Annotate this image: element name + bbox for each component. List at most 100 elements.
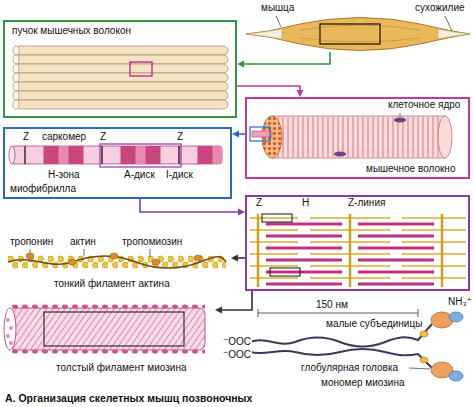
myofibril-drawing	[9, 144, 222, 167]
tendon	[438, 29, 470, 39]
node-text: A-диск	[123, 169, 156, 181]
myosin-filament-drawing	[10, 308, 205, 350]
fiber-bundle-drawing	[13, 82, 19, 91]
fiber-bundle-drawing	[16, 64, 228, 73]
connector-arrow	[237, 86, 304, 97]
leader-line	[30, 249, 150, 257]
connector-arrow	[232, 131, 245, 138]
zoom-frame	[100, 144, 181, 167]
fiber-bundle-drawing	[13, 46, 228, 109]
light-chain	[420, 331, 428, 337]
fiber-bundle-drawing	[16, 55, 228, 64]
muscle-fiber-drawing	[272, 116, 445, 158]
myosin-filament-drawing	[4, 308, 16, 350]
connector-line	[220, 291, 252, 310]
z-line	[258, 214, 442, 287]
fiber-bundle-drawing	[16, 91, 228, 100]
fiber-bundle-drawing	[16, 46, 228, 55]
arrow-head	[215, 307, 222, 314]
leader-line	[400, 113, 401, 117]
node-text: толстый филамент миозина	[55, 362, 187, 374]
node-text: Z	[99, 131, 107, 143]
node-text: Z	[176, 131, 184, 143]
myosin-filament-drawing	[10, 304, 205, 309]
myofibril-box: ZсаркомерZZH-зонаA-дискI-дискмиофибрилла	[3, 127, 232, 199]
myofibril-drawing	[12, 146, 222, 164]
myosin-filament-drawing	[10, 349, 205, 354]
node-text: тропомиозин	[121, 236, 183, 248]
node-text: Z	[22, 131, 30, 143]
troponin	[152, 259, 160, 265]
terminus-label: ⁻OOC	[222, 336, 252, 348]
myosin-filament-drawing	[9, 326, 13, 330]
zoom-frame	[44, 312, 184, 346]
caption: А. Организация скелетных мышц позвоночны…	[4, 392, 253, 404]
fiber-bundle-box: пучок мышечных волокон	[3, 20, 237, 118]
muscle-drawing	[246, 16, 470, 51]
myosin-filament-drawing	[6, 318, 10, 322]
a-band	[198, 146, 223, 164]
troponin	[26, 253, 34, 259]
zoom-frame	[320, 24, 380, 44]
node-text: пучок мышечных волокон	[11, 25, 132, 37]
actin-filament-drawing	[8, 252, 226, 272]
myosin-head	[449, 312, 463, 322]
myosin-filament: толстый филамент миозина	[3, 298, 215, 378]
fiber-bundle-drawing	[16, 73, 228, 82]
myofibril-end	[252, 131, 272, 137]
node-text: сухожилие	[414, 2, 466, 14]
part-label: мономер миозина	[320, 377, 405, 389]
a-band	[121, 146, 161, 164]
tendon	[246, 29, 282, 39]
zoom-frame	[130, 62, 152, 76]
fiber-bundle-drawing	[13, 100, 19, 109]
muscle-fiber-drawing	[438, 116, 452, 158]
fiber-bundle-drawing	[13, 64, 19, 73]
h-zone	[213, 146, 223, 164]
leader-line	[276, 16, 281, 27]
node-text: H	[301, 197, 310, 209]
dimension-label: 150 нм	[315, 299, 349, 311]
myosin-head	[449, 371, 463, 381]
muscle-fiber-drawing	[272, 116, 445, 158]
muscle-fiber-box: клеточное ядромышечное волокно	[245, 97, 470, 179]
node-text: актин	[69, 236, 97, 248]
troponin	[68, 259, 76, 265]
node-text: миофибрилла	[9, 183, 77, 195]
myosin-filament-drawing	[9, 341, 13, 345]
troponin	[110, 253, 118, 259]
connector-arrow	[140, 199, 245, 216]
arrow-head	[232, 131, 239, 138]
node-text: Z	[255, 197, 263, 209]
part-label: малые субъединицы	[325, 318, 423, 330]
fiber-bundle-drawing	[13, 73, 19, 82]
fiber-bundle-drawing	[13, 46, 19, 55]
muscle-line	[300, 25, 420, 42]
connector-line	[242, 52, 330, 64]
node-text: мышца	[260, 2, 295, 14]
zoom-frame	[250, 127, 270, 141]
fiber-bundle-drawing	[13, 55, 19, 64]
a-band	[44, 146, 84, 164]
node-text: I-диск	[165, 169, 194, 181]
sarcomere-drawing	[250, 214, 466, 287]
myofibril-drawing	[9, 146, 15, 164]
actin-filament: тропонинактинтропомиозинтонкий филамент …	[3, 236, 231, 294]
node-text: тонкий филамент актина	[53, 278, 171, 290]
connector-arrow	[237, 52, 330, 68]
leader-line	[445, 16, 452, 31]
myosin-monomer-drawing	[250, 309, 463, 381]
connector-line	[237, 86, 300, 92]
light-chain	[420, 357, 428, 363]
zoom-frame	[262, 214, 292, 222]
muscle-figure: мышца сухожилие	[242, 2, 472, 52]
node-text: мышечное волокно	[365, 163, 456, 175]
myosin-filament-drawing	[4, 304, 205, 354]
terminus-label: ⁻OOC	[222, 349, 252, 361]
fiber-bundle-drawing	[16, 100, 228, 109]
node-text: саркомер	[41, 131, 87, 143]
h-zone	[59, 146, 69, 164]
zoom-frame	[270, 268, 300, 276]
troponin	[26, 253, 202, 265]
